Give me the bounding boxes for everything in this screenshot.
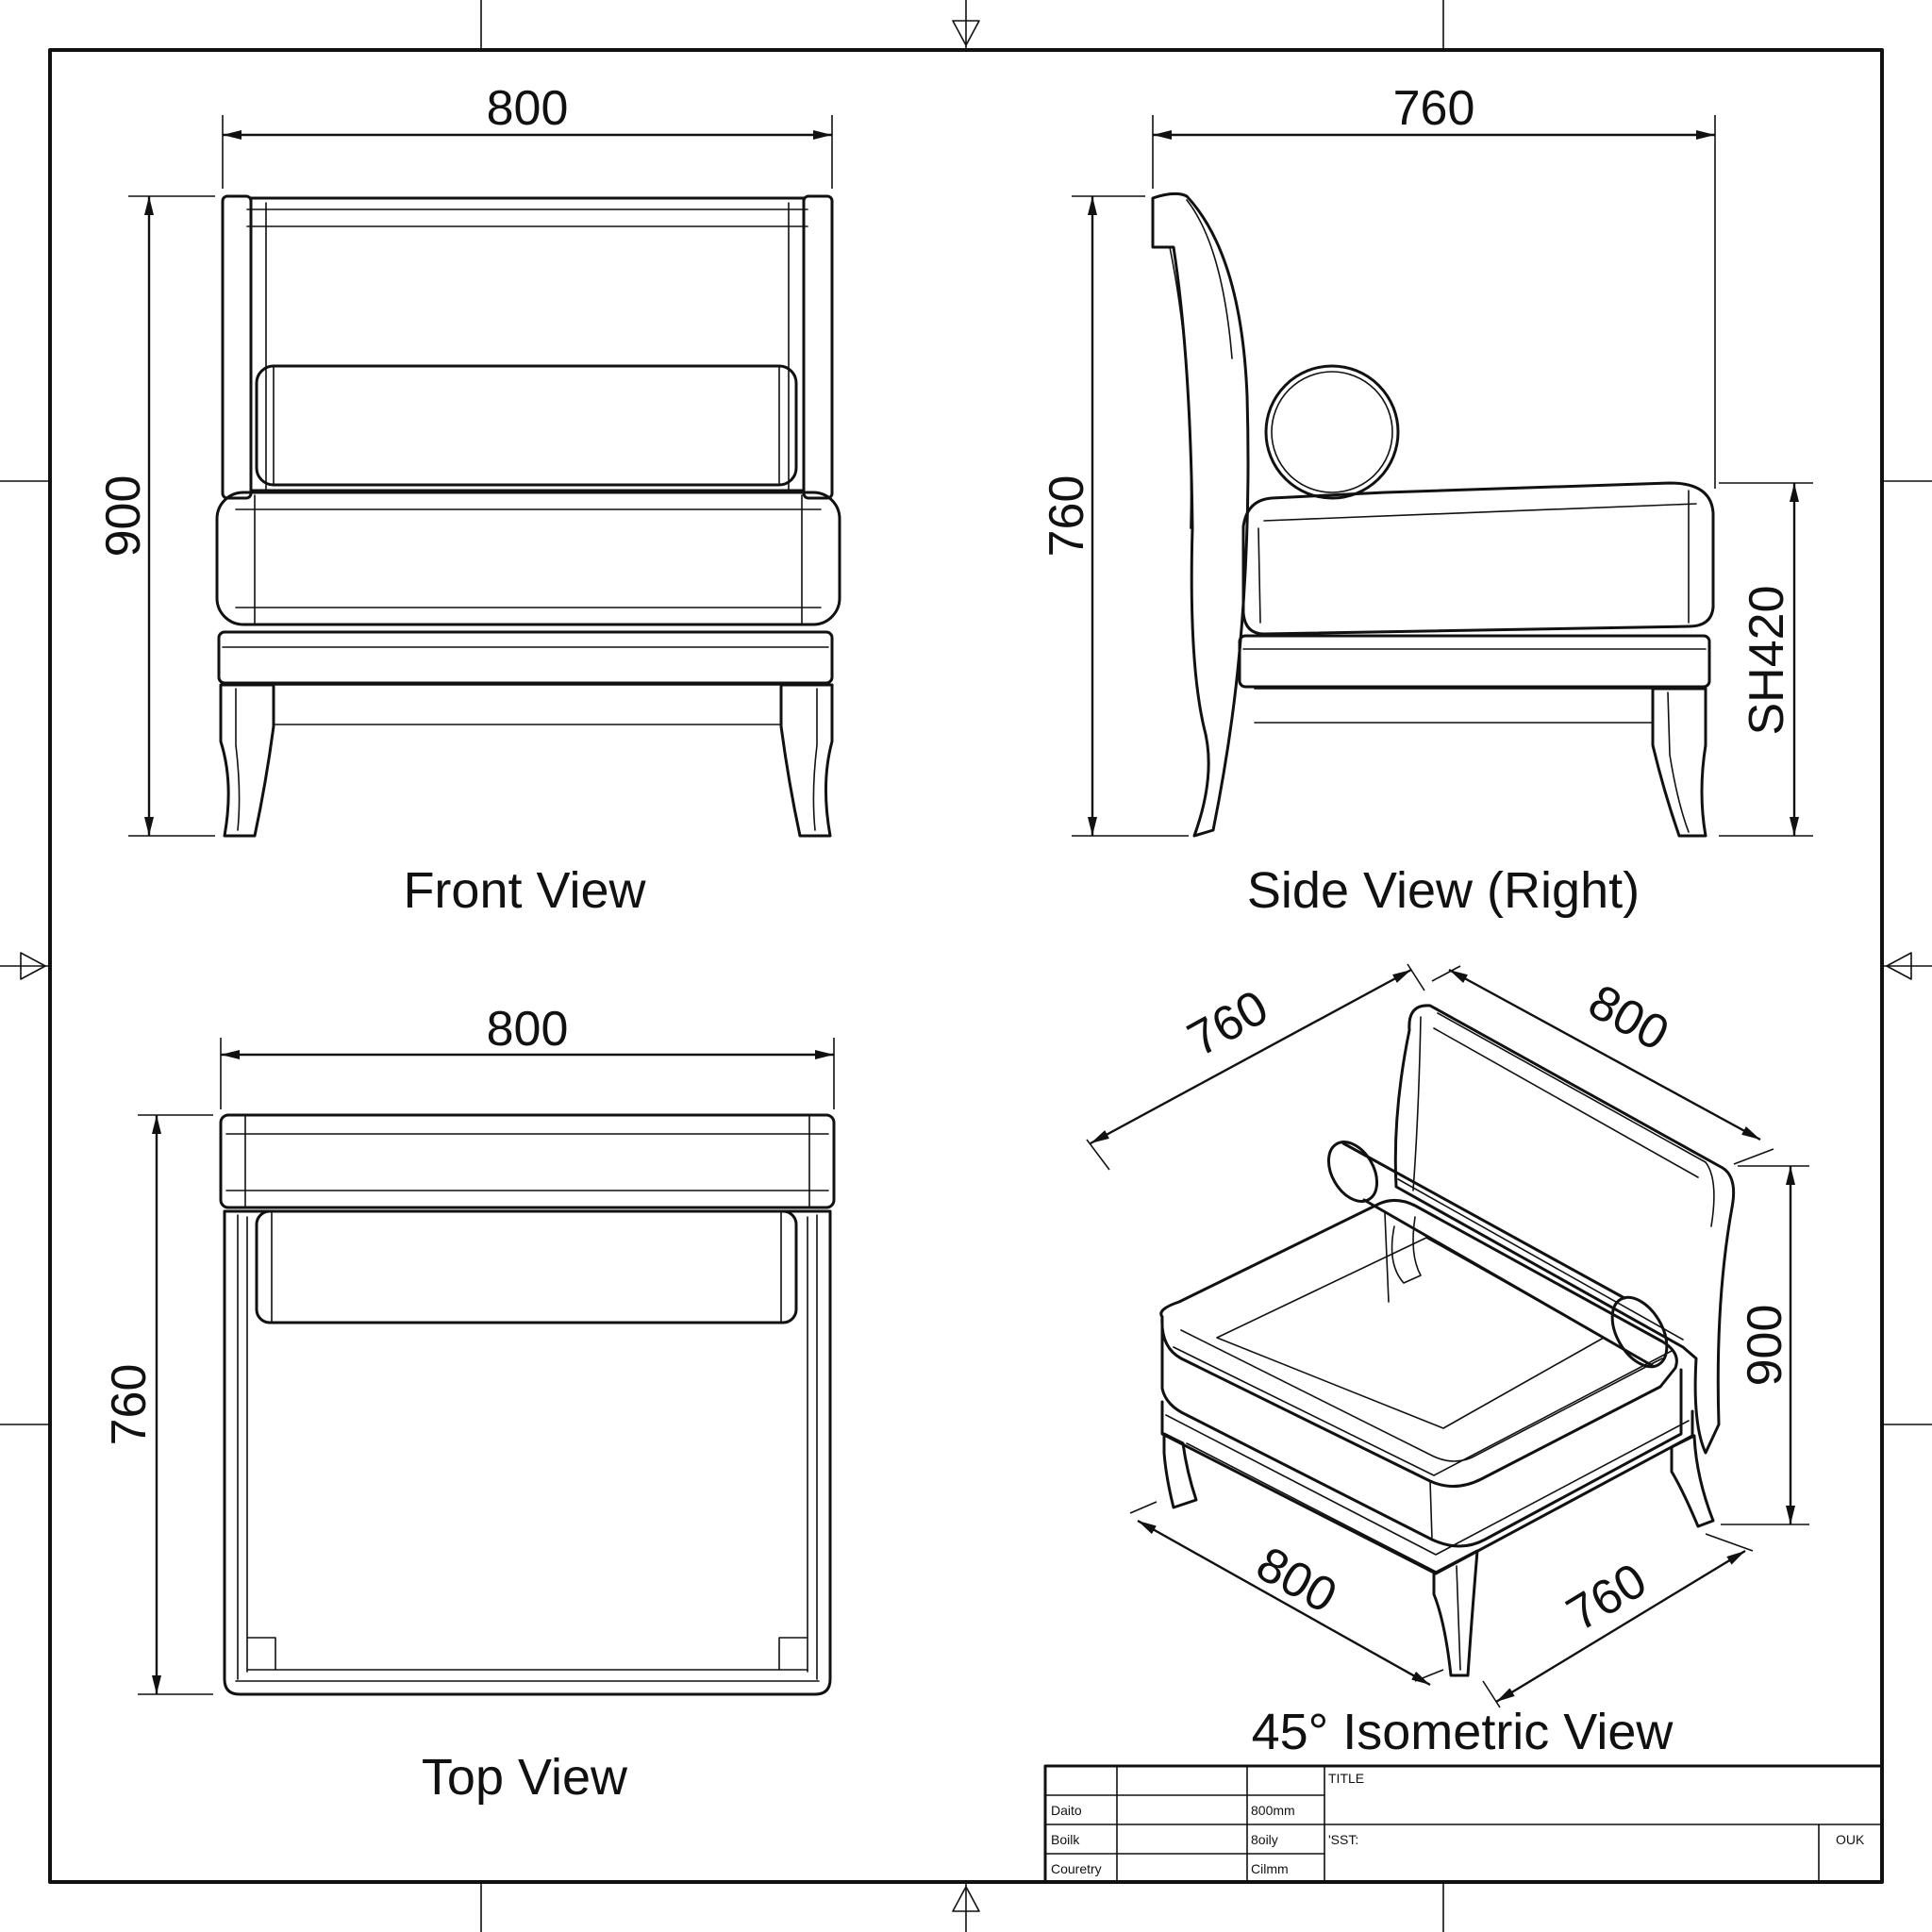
top-view: 800 760 Top View: [102, 1002, 836, 1806]
side-view-caption: Side View (Right): [1247, 862, 1640, 919]
isometric-view: 760 800 900 800 760 45°: [1086, 963, 1809, 1760]
side-height-dimension: 760: [1040, 195, 1189, 837]
iso-top-left-label: 760: [1179, 980, 1277, 1068]
title-row-3-label: Couretry: [1051, 1861, 1102, 1876]
centering-mark-left: [0, 952, 51, 980]
title-block: TITLE Daito 800mm Boilk 8oily Couretry C…: [1043, 1764, 1884, 1884]
top-depth-label: 760: [102, 1364, 157, 1446]
iso-bottom-left-dimension: 800: [1129, 1501, 1444, 1687]
centering-mark-bottom: [952, 1881, 980, 1932]
iso-bottom-right-dimension: 760: [1482, 1533, 1754, 1708]
front-height-dimension: 900: [96, 195, 215, 837]
top-width-label: 800: [487, 1002, 569, 1057]
iso-top-right-dimension: 800: [1431, 965, 1774, 1165]
title-label: TITLE: [1328, 1771, 1364, 1786]
front-view: 800 900 Front View: [96, 81, 841, 919]
front-height-label: 900: [96, 475, 151, 558]
title-row-1-value: 800mm: [1251, 1803, 1295, 1818]
front-width-label: 800: [487, 81, 569, 136]
title-sst-label: 'SST:: [1328, 1832, 1358, 1847]
title-row-1-label: Daito: [1051, 1803, 1082, 1818]
front-chair-drawing: [215, 194, 841, 838]
side-chair-drawing: [1151, 192, 1715, 838]
iso-bottom-right-label: 760: [1557, 1553, 1656, 1641]
iso-height-dimension: 900: [1721, 1165, 1809, 1525]
iso-top-left-dimension: 760: [1086, 963, 1425, 1171]
title-row-2-value: 8oily: [1251, 1832, 1278, 1847]
centering-mark-top: [952, 0, 980, 51]
top-width-dimension: 800: [220, 1002, 835, 1109]
side-view: 760 760 SH420 Side View (Right): [1040, 81, 1813, 919]
front-width-dimension: 800: [222, 81, 833, 189]
title-row-3-value: Cilmm: [1251, 1861, 1289, 1876]
side-depth-label: 760: [1393, 81, 1475, 136]
side-seat-height-dimension: SH420: [1719, 482, 1813, 837]
isometric-view-caption: 45° Isometric View: [1252, 1704, 1674, 1760]
side-seat-height-label: SH420: [1740, 586, 1794, 736]
side-depth-dimension: 760: [1152, 81, 1716, 489]
iso-height-label: 900: [1738, 1305, 1792, 1387]
front-view-caption: Front View: [403, 862, 646, 919]
title-code: OUK: [1836, 1832, 1865, 1847]
top-depth-dimension: 760: [102, 1114, 213, 1695]
top-chair-drawing: [219, 1113, 836, 1696]
isometric-chair-drawing: [1159, 1004, 1736, 1677]
side-height-label: 760: [1040, 475, 1094, 558]
top-view-caption: Top View: [422, 1749, 628, 1806]
title-row-2-label: Boilk: [1051, 1832, 1080, 1847]
centering-mark-right: [1881, 952, 1932, 980]
iso-bottom-left-label: 800: [1247, 1537, 1345, 1624]
side-bolster: [1264, 364, 1400, 500]
